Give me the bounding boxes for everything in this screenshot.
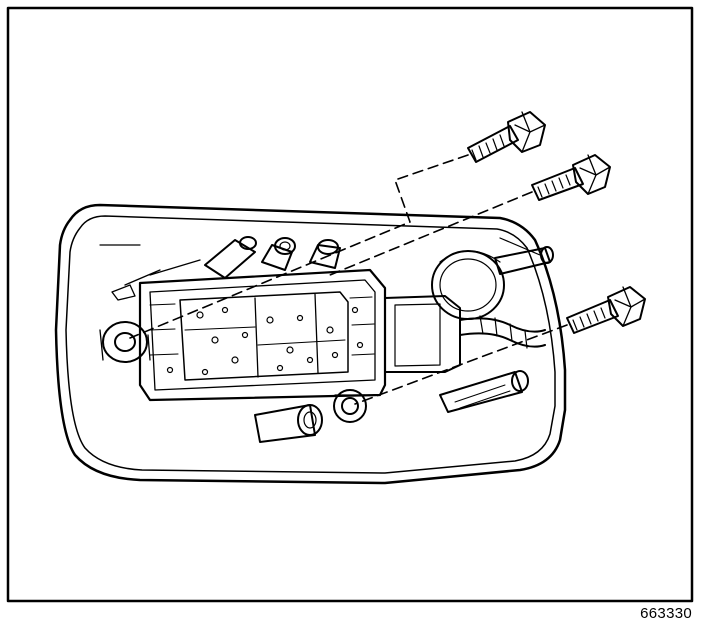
separator-plate	[179, 291, 349, 381]
figure-id-label: 663330	[640, 605, 692, 622]
figure-frame	[6, 6, 694, 603]
mounting-boss	[99, 321, 151, 363]
valve-body-assembly	[138, 268, 387, 402]
accumulator-bore	[431, 250, 505, 320]
locating-pin	[494, 246, 554, 275]
solenoid-icon	[111, 236, 341, 301]
bolt-icon	[531, 154, 611, 201]
bolt-boss	[333, 389, 367, 423]
alignment-lines	[129, 154, 568, 405]
bolt-icon	[467, 111, 546, 163]
transmission-case	[54, 203, 567, 485]
servo-cylinder	[254, 370, 529, 443]
bolt-icon	[566, 286, 646, 334]
electrical-connector	[384, 295, 461, 373]
wiring-harness-icon	[459, 315, 546, 349]
